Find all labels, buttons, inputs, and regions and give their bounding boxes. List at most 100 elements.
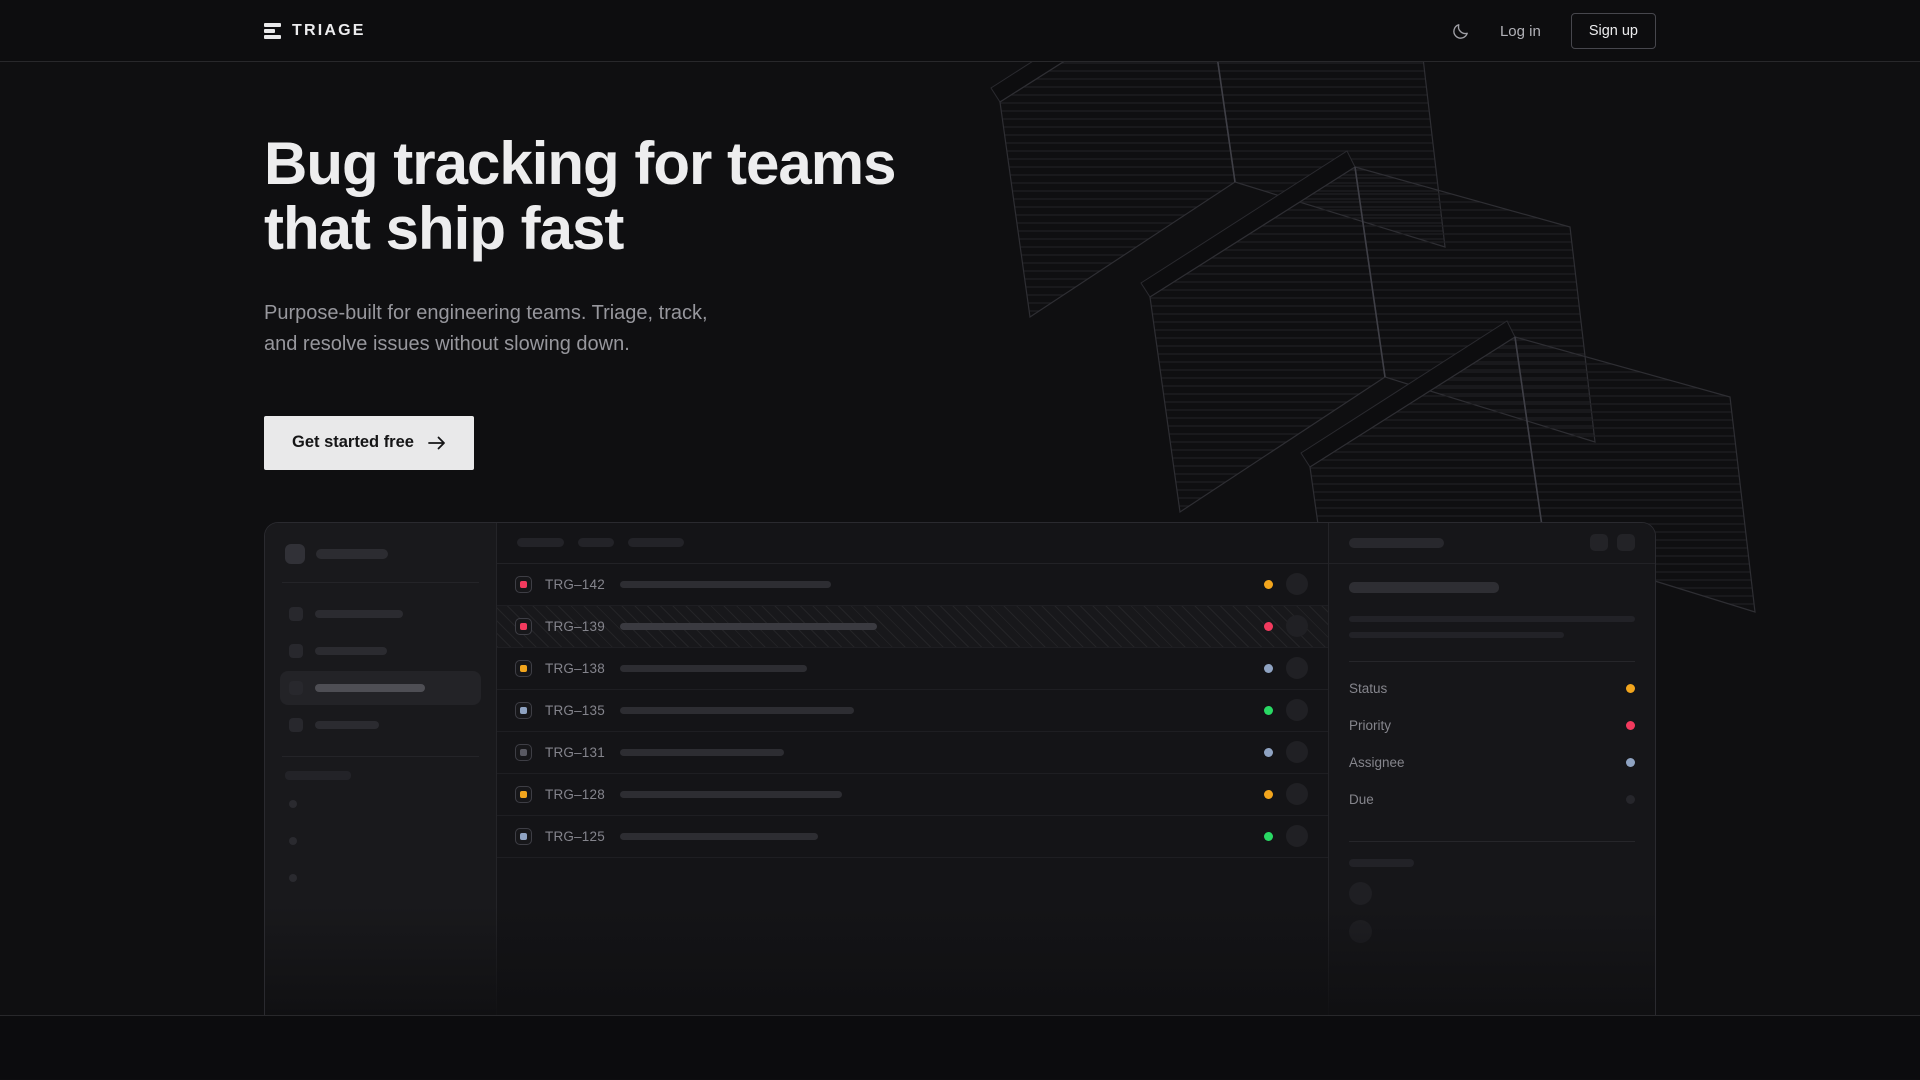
project-dot	[289, 874, 297, 882]
sidebar-item-skeleton-active	[280, 671, 481, 705]
issue-id: TRG–131	[545, 745, 607, 760]
issue-id: TRG–128	[545, 787, 607, 802]
property-value-dot	[1626, 684, 1635, 693]
sidebar-item-skeleton	[280, 634, 481, 668]
property-value-dot	[1626, 721, 1635, 730]
issue-list-rows: TRG–142 TRG–139 TRG–138 TRG–135 TRG–131	[497, 564, 1328, 858]
description-line-skeleton	[1349, 632, 1564, 638]
status-dot	[1264, 832, 1273, 841]
issue-row: TRG–125	[497, 816, 1328, 858]
assignee-avatar-skeleton	[1286, 615, 1308, 637]
issue-row: TRG–131	[497, 732, 1328, 774]
assignee-avatar-skeleton	[1286, 699, 1308, 721]
property-row: Priority	[1349, 707, 1635, 744]
status-dot	[1264, 748, 1273, 757]
issue-row: TRG–135	[497, 690, 1328, 732]
theme-toggle-button[interactable]	[1451, 22, 1470, 41]
project-dot	[289, 837, 297, 845]
property-label: Status	[1349, 681, 1387, 696]
hero-subtitle: Purpose-built for engineering teams. Tri…	[264, 298, 739, 360]
issue-list-header	[497, 523, 1328, 564]
brand-name: TRIAGE	[292, 22, 366, 40]
property-label: Priority	[1349, 718, 1391, 733]
status-dot	[1264, 706, 1273, 715]
issue-title-skeleton	[620, 665, 807, 672]
panel-action-button-skeleton	[1617, 534, 1635, 551]
app-mockup: TRG–142 TRG–139 TRG–138 TRG–135 TRG–131	[264, 522, 1656, 1015]
brand[interactable]: TRIAGE	[264, 22, 366, 40]
triage-logo-icon	[264, 23, 281, 39]
assignee-avatar-skeleton	[1286, 657, 1308, 679]
sidebar-divider	[282, 756, 479, 757]
list-tab-skeleton	[628, 538, 684, 547]
assignee-avatar-skeleton	[1286, 783, 1308, 805]
sidebar-nav-skeleton	[280, 597, 481, 742]
issue-id: TRG–138	[545, 661, 607, 676]
issue-title-skeleton	[620, 707, 854, 714]
workspace-switcher-skeleton	[280, 540, 481, 568]
issue-title-skeleton	[620, 833, 818, 840]
issue-title-skeleton	[620, 581, 831, 588]
workspace-avatar-skeleton	[285, 544, 305, 564]
signup-button[interactable]: Sign up	[1571, 13, 1656, 49]
issue-title-skeleton	[620, 623, 877, 630]
sidebar-project-dots	[280, 800, 481, 882]
assignee-avatar-skeleton	[1286, 741, 1308, 763]
property-label: Assignee	[1349, 755, 1405, 770]
issue-id: TRG–142	[545, 577, 607, 592]
issue-type-icon	[515, 786, 532, 803]
property-value-dot	[1626, 758, 1635, 767]
issue-type-icon	[515, 828, 532, 845]
footer	[0, 1016, 1920, 1079]
property-label: Due	[1349, 792, 1374, 807]
issue-id: TRG–135	[545, 703, 607, 718]
project-dot	[289, 800, 297, 808]
cta-label: Get started free	[292, 433, 414, 452]
mockup-sidebar	[265, 523, 496, 1015]
list-tab-skeleton	[517, 538, 564, 547]
property-row: Assignee	[1349, 744, 1635, 781]
comment-avatar-skeleton	[1349, 920, 1372, 943]
issue-id: TRG–139	[545, 619, 607, 634]
list-tab-skeleton	[578, 538, 614, 547]
issue-row: TRG–139	[497, 606, 1328, 648]
issue-row: TRG–128	[497, 774, 1328, 816]
panel-action-button-skeleton	[1590, 534, 1608, 551]
sidebar-section-label-skeleton	[285, 771, 351, 780]
issue-type-icon	[515, 576, 532, 593]
hero-section: Bug tracking for teams that ship fast Pu…	[0, 62, 1920, 1016]
issue-title-skeleton	[620, 791, 842, 798]
mockup-issue-list: TRG–142 TRG–139 TRG–138 TRG–135 TRG–131	[496, 523, 1329, 1015]
property-row: Status	[1349, 670, 1635, 707]
status-dot	[1264, 664, 1273, 673]
issue-row: TRG–138	[497, 648, 1328, 690]
issue-type-icon	[515, 618, 532, 635]
issue-id: TRG–125	[545, 829, 607, 844]
detail-panel-header	[1329, 523, 1655, 564]
sidebar-divider	[282, 582, 479, 583]
login-link[interactable]: Log in	[1500, 23, 1541, 40]
workspace-name-skeleton	[316, 549, 388, 559]
description-line-skeleton	[1349, 616, 1635, 622]
issue-title-skeleton	[620, 749, 784, 756]
arrow-right-icon	[428, 436, 446, 450]
property-value-dot	[1626, 795, 1635, 804]
issue-type-icon	[515, 660, 532, 677]
sidebar-item-skeleton	[280, 708, 481, 742]
issue-type-icon	[515, 744, 532, 761]
property-rows: Status Priority Assignee Due	[1349, 670, 1635, 818]
assignee-avatar-skeleton	[1286, 573, 1308, 595]
issue-row: TRG–142	[497, 564, 1328, 606]
issue-title-skeleton	[1349, 582, 1499, 593]
activity-section-skeleton	[1349, 859, 1414, 867]
comment-avatar-skeleton	[1349, 882, 1372, 905]
status-dot	[1264, 622, 1273, 631]
panel-divider	[1349, 841, 1635, 842]
panel-divider	[1349, 661, 1635, 662]
hero-title: Bug tracking for teams that ship fast	[264, 62, 1656, 262]
panel-title-skeleton	[1349, 538, 1444, 548]
property-row: Due	[1349, 781, 1635, 818]
get-started-button[interactable]: Get started free	[264, 416, 474, 470]
mockup-detail-panel: Status Priority Assignee Due	[1329, 523, 1655, 1015]
status-dot	[1264, 790, 1273, 799]
